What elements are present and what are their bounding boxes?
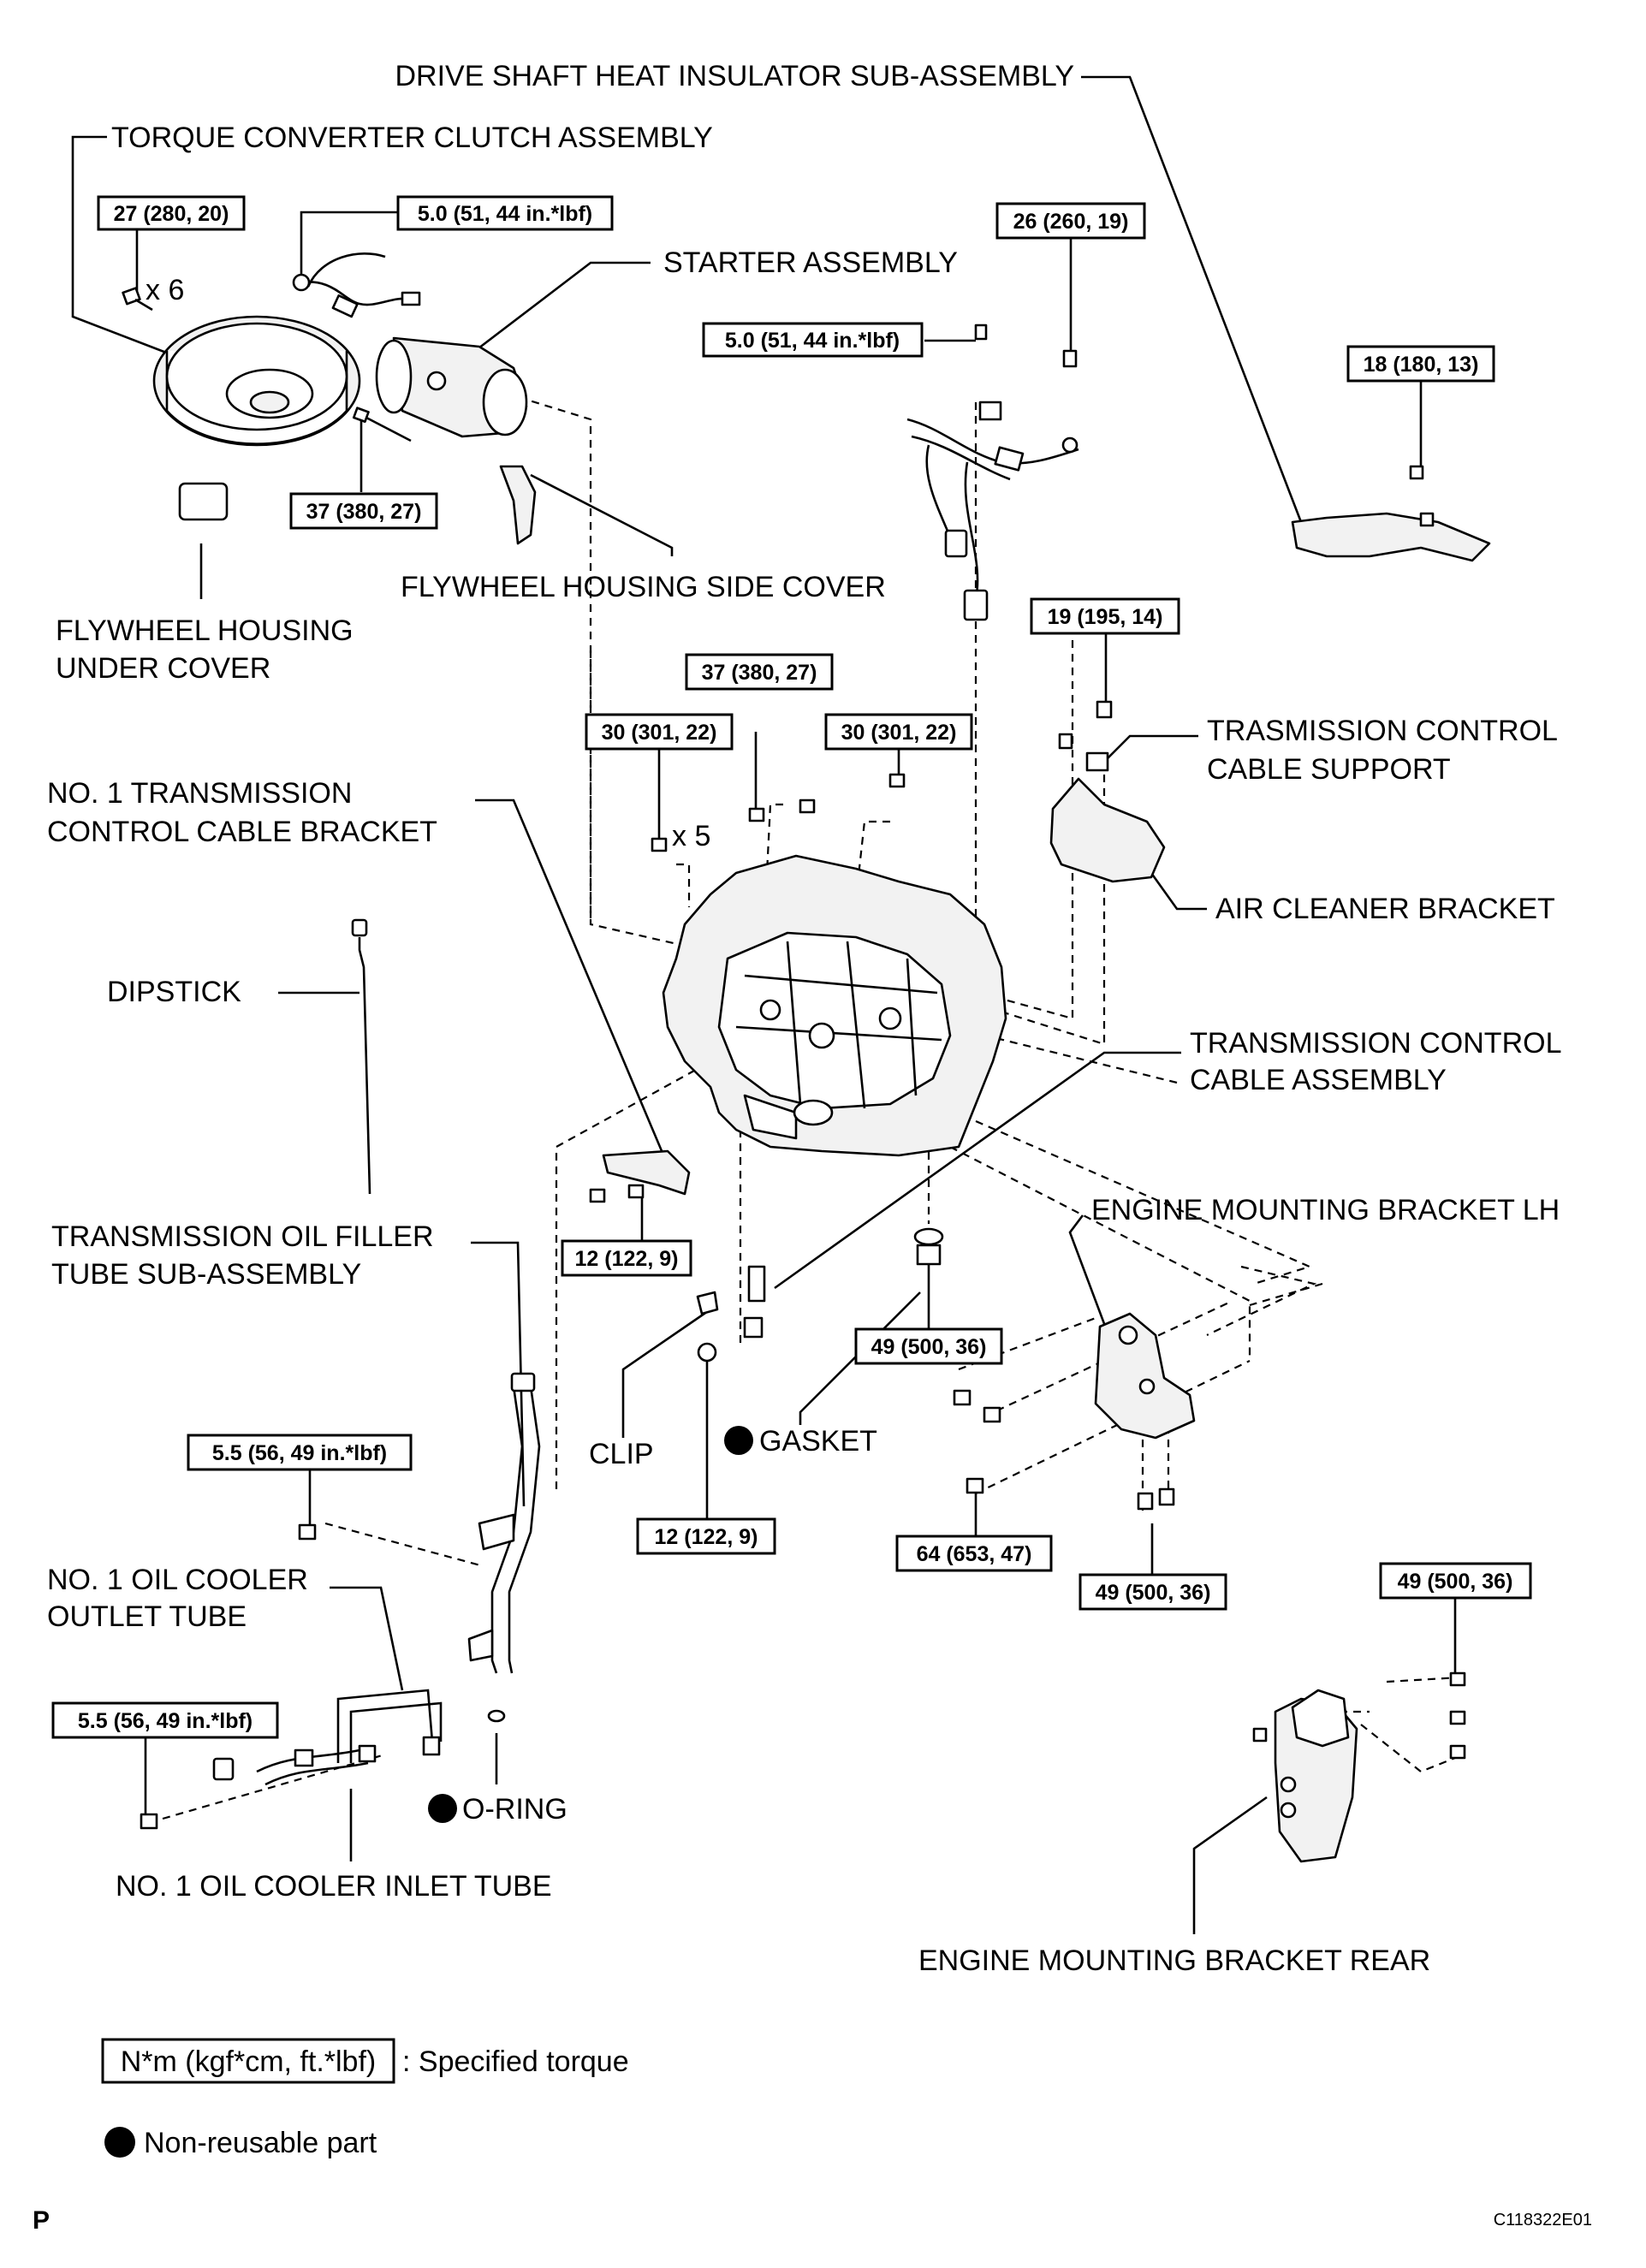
wire-harness-drawing [906,324,1079,621]
label-control-cable-1: TRANSMISSION CONTROL [1190,1027,1561,1060]
torque-box-64-653: 64 (653, 47) [895,1535,1053,1572]
bolt-tc [122,287,153,312]
label-flywheel-under-cover-1: FLYWHEEL HOUSING [56,614,354,647]
label-outlet-tube-1: NO. 1 OIL COOLER [47,1564,308,1596]
torque-box-5-5-a: 5.5 (56, 49 in.*lbf) [187,1434,413,1471]
label-cable-support-2: CABLE SUPPORT [1207,753,1451,786]
svg-text:30 (301, 22): 30 (301, 22) [841,721,957,745]
label-cable-support-1: TRASMISSION CONTROL [1207,715,1558,747]
legend-unit-text: : Specified torque [402,2045,629,2078]
svg-text:37 (380, 27): 37 (380, 27) [702,661,817,685]
svg-text:5.5 (56, 49 in.*lbf): 5.5 (56, 49 in.*lbf) [212,1441,387,1465]
torque-box-37-380-a: 37 (380, 27) [289,492,438,530]
svg-text:49 (500, 36): 49 (500, 36) [871,1335,987,1359]
torque-box-5-0-b: 5.0 (51, 44 in.*lbf) [702,322,924,358]
torque-box-5-5-b: 5.5 (56, 49 in.*lbf) [51,1701,279,1739]
air-cleaner-bracket-drawing [1049,700,1166,883]
starter-drawing [375,336,528,438]
transmission-bolts [651,773,906,852]
cable-end-drawing [696,1227,944,1363]
nonreusable-o-ring-icon [428,1794,457,1823]
torque-box-30-301-a: 30 (301, 22) [585,713,734,751]
nonreusable-legend-icon [104,2127,135,2158]
torque-box-30-301-b: 30 (301, 22) [824,713,973,751]
svg-text:18 (180, 13): 18 (180, 13) [1364,353,1479,377]
legend-unit: N*m (kgf*cm, ft.*lbf) : Specified torque [101,2038,629,2084]
flywheel-side-cover-drawing [499,465,537,545]
dipstick-drawing [351,918,371,1195]
torque-converter-drawing [152,315,361,447]
torque-box-5-0-a: 5.0 (51, 44 in.*lbf) [396,195,614,231]
label-cable-bracket-1: NO. 1 TRANSMISSION [47,777,352,810]
svg-text:49 (500, 36): 49 (500, 36) [1096,1581,1211,1605]
torque-box-19-195: 19 (195, 14) [1030,597,1180,635]
svg-text:5.0 (51, 44 in.*lbf): 5.0 (51, 44 in.*lbf) [418,202,592,226]
label-outlet-tube-2: OUTLET TUBE [47,1600,247,1633]
label-starter: STARTER ASSEMBLY [663,246,958,279]
starter-harness-drawing [292,252,421,318]
torque-box-37-380-b: 37 (380, 27) [685,653,834,691]
torque-box-49-500-c: 49 (500, 36) [1379,1562,1532,1600]
label-torque-converter: TORQUE CONVERTER CLUTCH ASSEMBLY [111,122,713,154]
label-filler-tube-1: TRANSMISSION OIL FILLER [51,1220,434,1253]
svg-text:5.5 (56, 49 in.*lbf): 5.5 (56, 49 in.*lbf) [78,1709,253,1733]
engine-mount-lh-drawing [953,1312,1196,1511]
svg-text:37 (380, 27): 37 (380, 27) [306,500,422,524]
legend-unit-box-text: N*m (kgf*cm, ft.*lbf) [121,2045,376,2078]
cable-bracket-drawing [602,1149,691,1196]
filler-tube-drawing [298,1372,541,1723]
footer-page-letter: P [33,2206,50,2235]
label-inlet-tube: NO. 1 OIL COOLER INLET TUBE [116,1870,552,1903]
svg-text:5.0 (51, 44 in.*lbf): 5.0 (51, 44 in.*lbf) [725,329,900,353]
svg-text:27 (280, 20): 27 (280, 20) [114,202,229,226]
svg-text:26 (260, 19): 26 (260, 19) [1013,210,1129,234]
svg-text:12 (122, 9): 12 (122, 9) [575,1247,679,1271]
svg-text:49 (500, 36): 49 (500, 36) [1398,1570,1513,1594]
label-o-ring: O-RING [462,1793,567,1826]
oil-cooler-tubes-drawing [140,1689,443,1830]
torque-box-12-122-b: 12 (122, 9) [636,1517,776,1555]
label-flywheel-under-cover-2: UNDER COVER [56,652,270,685]
engine-mount-rear-drawing [1252,1671,1466,1863]
torque-box-49-500-a: 49 (500, 36) [854,1327,1003,1365]
label-engine-mount-lh: ENGINE MOUNTING BRACKET LH [1091,1194,1560,1226]
footer-figure-code: C118322E01 [1494,2211,1592,2229]
legend-nonreusable-text: Non-reusable part [144,2127,377,2159]
label-cable-bracket-2: CONTROL CABLE BRACKET [47,816,437,848]
label-x6: x 6 [146,274,184,306]
flywheel-under-cover-drawing [178,482,229,521]
svg-text:19 (195, 14): 19 (195, 14) [1048,605,1163,629]
torque-box-18-180: 18 (180, 13) [1346,345,1495,383]
label-x5: x 5 [672,820,710,852]
torque-box-49-500-b: 49 (500, 36) [1079,1573,1227,1611]
label-gasket: GASKET [759,1425,877,1458]
label-filler-tube-2: TUBE SUB-ASSEMBLY [51,1258,361,1291]
heat-insulator-bolts [1409,465,1435,527]
torque-box-12-122-a: 12 (122, 9) [561,1239,692,1277]
label-air-cleaner-bracket: AIR CLEANER BRACKET [1215,893,1555,925]
label-drive-shaft-heat-insulator: DRIVE SHAFT HEAT INSULATOR SUB-ASSEMBLY [395,60,1074,92]
svg-text:30 (301, 22): 30 (301, 22) [602,721,717,745]
svg-text:64 (653, 47): 64 (653, 47) [917,1542,1032,1566]
legend-nonreusable: Non-reusable part [104,2127,377,2159]
torque-box-26-260: 26 (260, 19) [995,202,1146,240]
label-flywheel-side-cover: FLYWHEEL HOUSING SIDE COVER [401,571,886,603]
cable-bracket-bolts [589,1184,645,1203]
label-dipstick: DIPSTICK [107,976,241,1008]
label-clip: CLIP [589,1438,654,1470]
starter-bolt [352,407,412,442]
heat-insulator-drawing [1291,512,1491,562]
label-engine-mount-rear: ENGINE MOUNTING BRACKET REAR [918,1944,1430,1977]
nonreusable-gasket-icon [724,1426,753,1455]
transmission-drawing [662,854,1007,1157]
torque-box-27-280: 27 (280, 20) [97,195,246,231]
label-control-cable-2: CABLE ASSEMBLY [1190,1064,1447,1096]
svg-text:12 (122, 9): 12 (122, 9) [655,1525,758,1549]
